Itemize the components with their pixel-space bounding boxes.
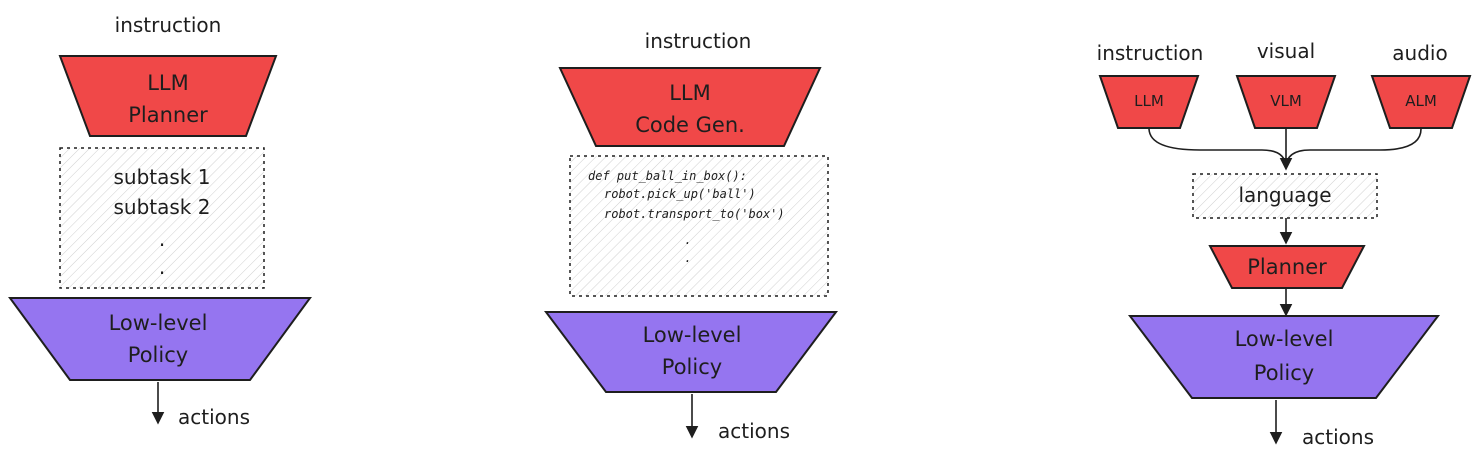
subtask-list-box [59,147,265,289]
panel-llm-planner: instruction LLM Planner subtask 1 subtas… [8,13,312,429]
alm-block [1370,75,1472,129]
llm-code-gen-block [558,67,822,147]
low-level-policy-block [544,311,838,393]
code-line-3: robot.transport_to('box') [604,207,785,221]
low-level-policy-block [1127,315,1441,399]
panel-llm-code-gen: instruction LLM Code Gen. def put_ball_i… [544,29,838,443]
input-instruction-label: instruction [1097,41,1204,65]
policy-label-1: Low-level [643,323,742,347]
subtask-2: subtask 2 [114,195,211,219]
code-ellipsis-2: . [684,251,691,265]
vlm-block [1235,75,1337,129]
policy-label-1: Low-level [1235,327,1334,351]
actions-label: actions [718,419,790,443]
code-line-2: robot.pick_up('ball') [604,187,756,201]
panel-multimodal: instruction visual audio LLM VLM ALM lan… [1097,39,1472,449]
llm-block [1098,75,1200,129]
actions-label: actions [178,405,250,429]
alm-to-language-edge [1279,128,1422,171]
planner-label: Planner [1247,255,1327,279]
low-level-policy-block [8,297,312,381]
llm-planner-label-1: LLM [147,71,189,95]
input-visual-label: visual [1257,39,1315,63]
code-ellipsis-1: . [684,233,691,247]
llm-code-gen-label-1: LLM [669,81,711,105]
subtask-1: subtask 1 [114,165,211,189]
subtask-ellipsis-2: . [159,255,165,279]
llm-to-language-edge [1148,128,1287,169]
instruction-label: instruction [645,29,752,53]
llm-planner-label-2: Planner [128,103,208,127]
policy-label-2: Policy [1254,361,1314,385]
language-label: language [1238,183,1331,207]
language-box [1192,173,1378,219]
llm-code-gen-label-2: Code Gen. [635,113,745,137]
code-line-1: def put_ball_in_box(): [588,169,747,183]
input-audio-label: audio [1392,41,1447,65]
policy-label-2: Policy [128,343,188,367]
subtask-ellipsis-1: . [159,227,165,251]
policy-label-2: Policy [662,355,722,379]
policy-label-1: Low-level [109,311,208,335]
llm-planner-block [58,55,278,137]
planner-block [1208,245,1366,289]
actions-label: actions [1302,425,1374,449]
code-box [569,155,829,297]
vlm-label: VLM [1270,92,1302,110]
llm-label: LLM [1134,92,1164,110]
instruction-label: instruction [115,13,222,37]
alm-label: ALM [1405,92,1437,110]
